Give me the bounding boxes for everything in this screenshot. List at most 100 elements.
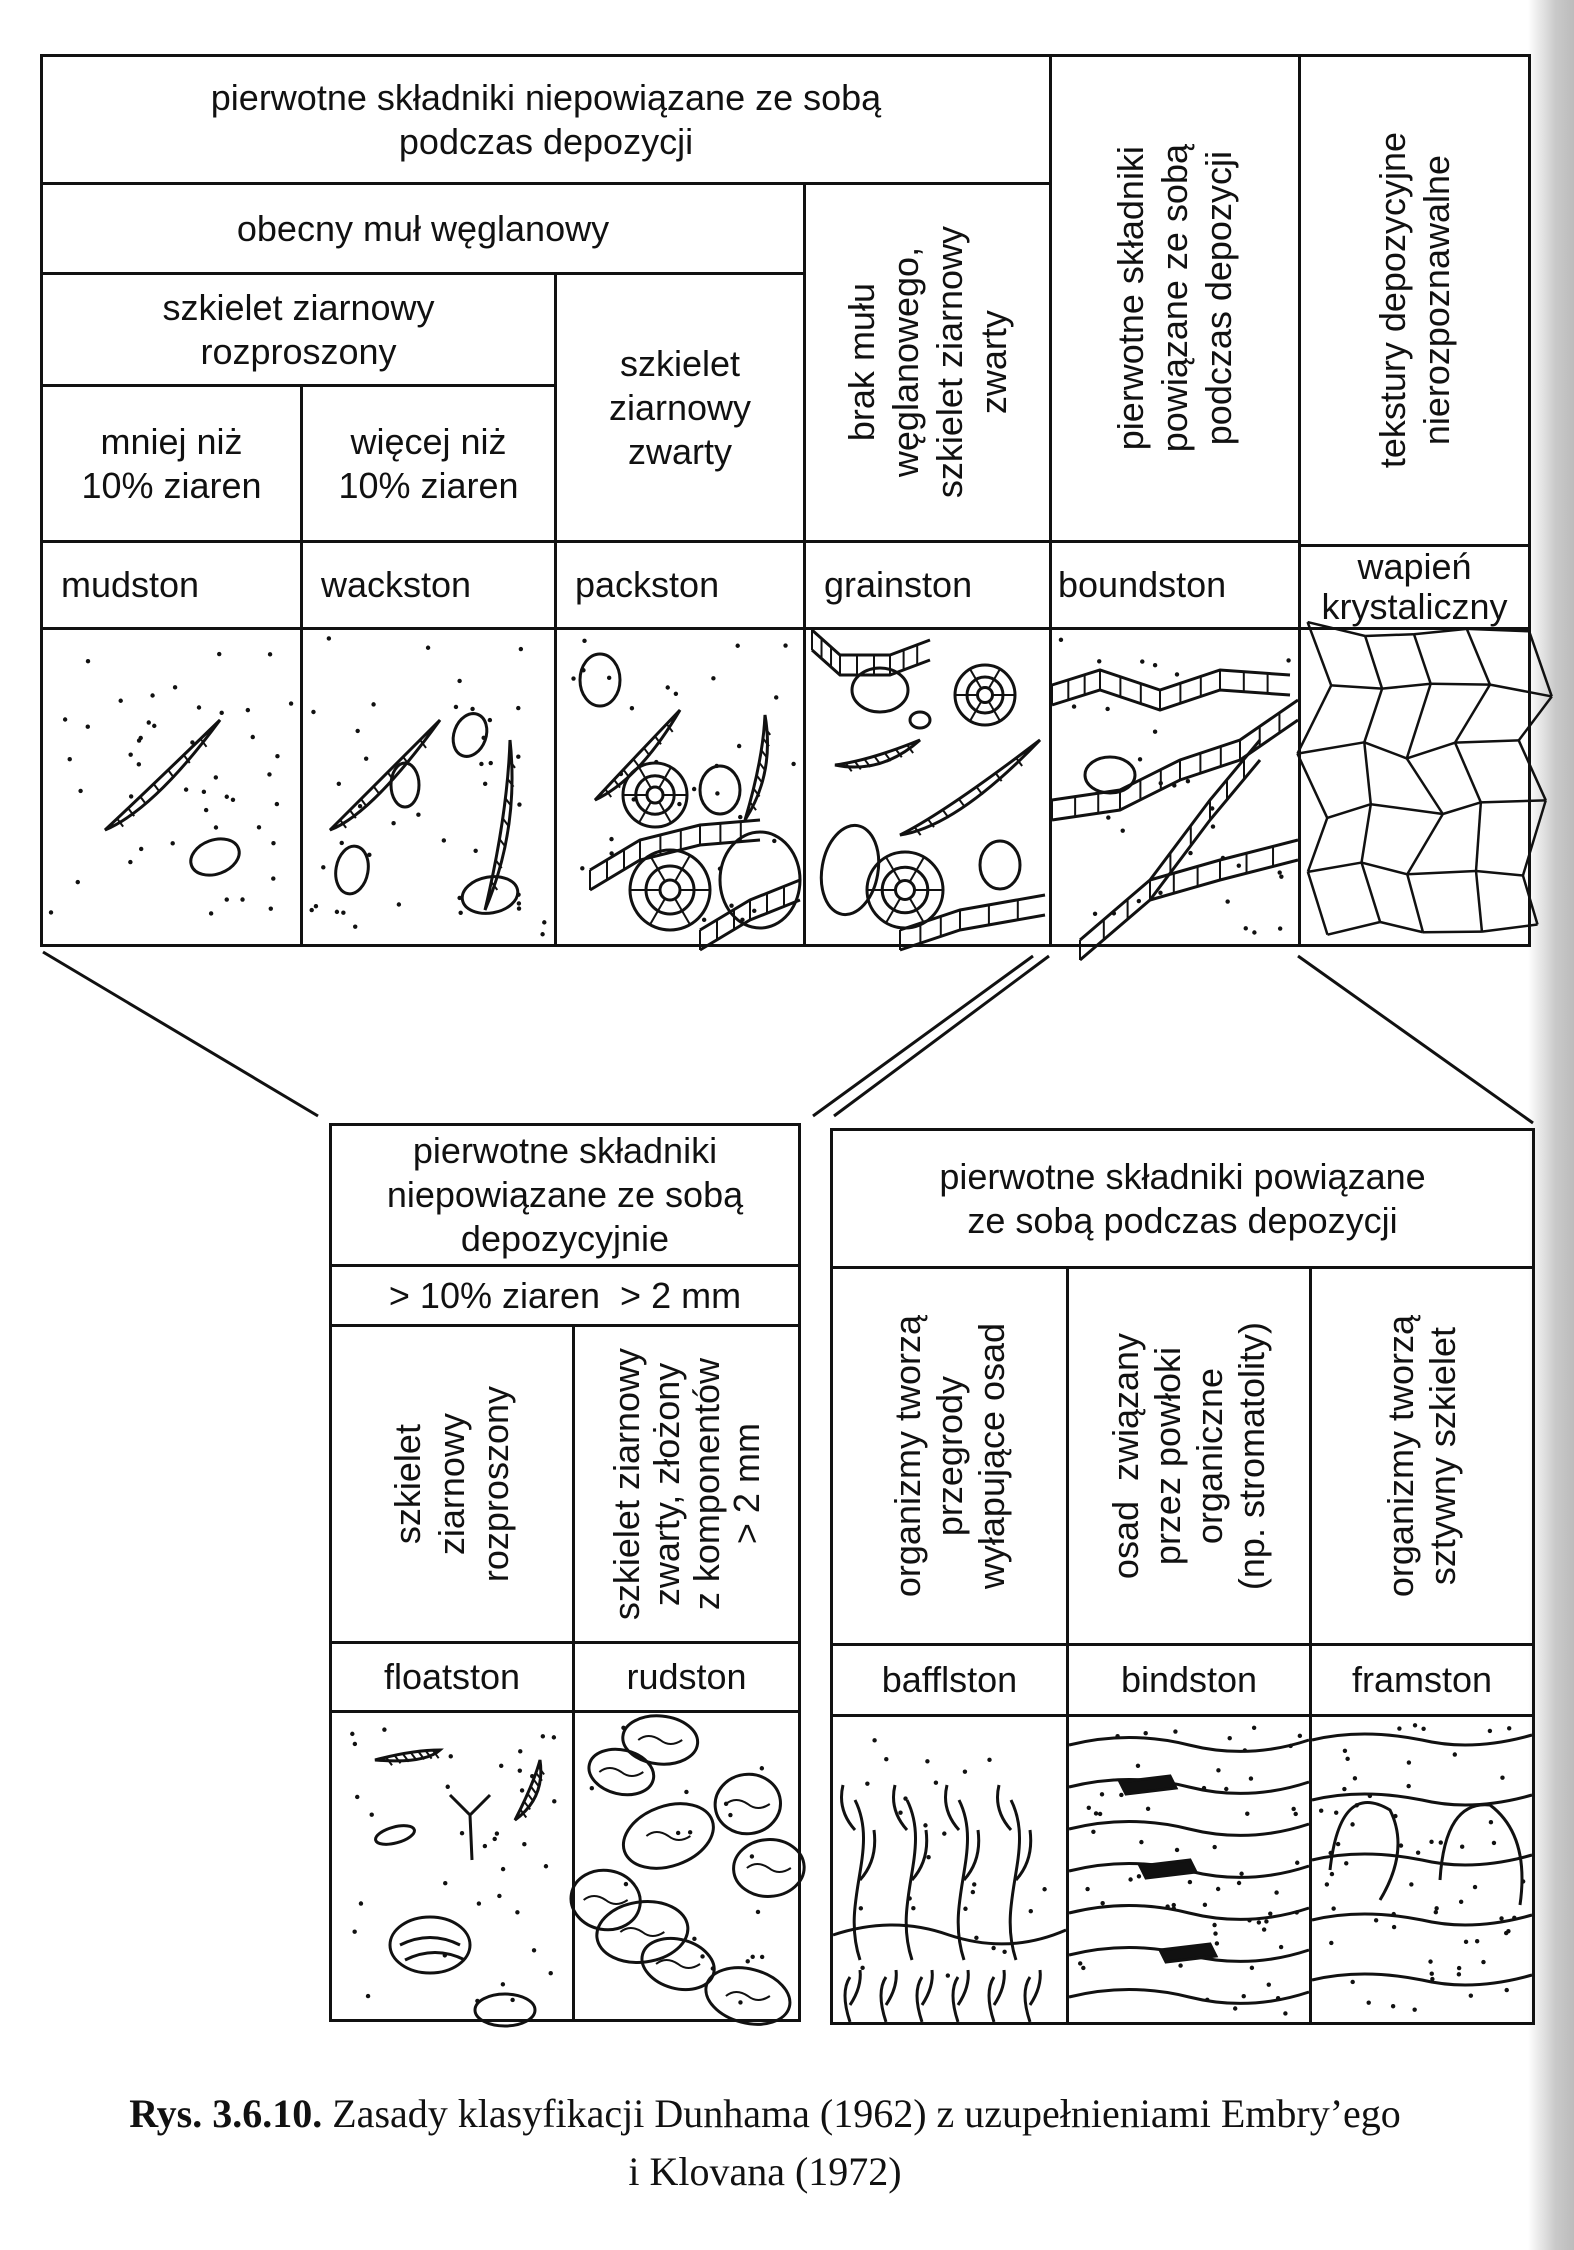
bl-criterion: > 10% ziaren > 2 mm xyxy=(329,1264,801,1327)
bioclast-lines xyxy=(746,1863,792,1873)
sediment-dot xyxy=(313,904,319,909)
sediment-dot xyxy=(1100,1901,1105,1906)
sediment-dot xyxy=(1251,1725,1257,1730)
grain-ellipse xyxy=(389,761,421,809)
sediment-dot xyxy=(1334,1810,1339,1815)
text: packston xyxy=(575,564,720,605)
crystal-edge xyxy=(1381,682,1431,690)
sediment-dot xyxy=(445,1784,450,1789)
crystal-edge xyxy=(1327,920,1381,936)
sediment-dot xyxy=(1488,1820,1494,1825)
lamina xyxy=(1068,1988,1310,2005)
crystal-edge xyxy=(1405,757,1444,815)
sediment-dot xyxy=(962,1769,968,1774)
baffling-organism xyxy=(843,1969,862,2023)
sediment-dot xyxy=(1152,663,1158,668)
sediment-dot xyxy=(516,754,521,759)
texture-boundston xyxy=(1049,627,1301,947)
sediment-dot xyxy=(48,910,54,915)
branching-fragment xyxy=(448,1793,492,1861)
shell-hatch xyxy=(762,737,770,747)
text: > 2 mm xyxy=(725,1423,767,1545)
sediment-dot xyxy=(963,1906,968,1911)
shell-hatch xyxy=(632,758,641,768)
texture-packston xyxy=(554,627,806,947)
sediment-dot xyxy=(884,1756,889,1762)
sediment-dot xyxy=(1243,926,1248,931)
name-packston: packston xyxy=(554,540,806,630)
name-bafflston: bafflston xyxy=(830,1643,1069,1717)
texture-floatston xyxy=(329,1710,575,2022)
shell-hatch xyxy=(604,788,613,798)
sediment-dot xyxy=(1120,828,1125,833)
shell-fragment xyxy=(513,1759,543,1822)
connector-right xyxy=(1297,954,1534,1125)
frame-organism xyxy=(1328,1801,1400,1901)
sediment-dot xyxy=(755,1909,761,1915)
sediment-dot xyxy=(1171,1902,1176,1908)
sediment-dot xyxy=(540,1734,546,1739)
sediment-dot xyxy=(128,752,133,757)
sediment-dot xyxy=(1491,1840,1497,1846)
sediment-dot xyxy=(128,794,134,799)
ooid-ray xyxy=(638,766,652,789)
sediment-dot xyxy=(519,1788,525,1793)
shell-hatch xyxy=(958,798,966,808)
crystal-edge xyxy=(1363,741,1408,760)
sediment-dot xyxy=(1499,1916,1504,1921)
crystal-edge xyxy=(1361,861,1408,876)
sediment-dot xyxy=(991,1945,996,1951)
shell-hatch xyxy=(431,1749,440,1759)
sediment-dot xyxy=(621,1725,626,1730)
sediment-dot xyxy=(1456,1965,1462,1971)
sediment-dot xyxy=(1324,1882,1330,1887)
sediment-dot xyxy=(459,1831,465,1836)
sediment-dot xyxy=(1248,1776,1254,1781)
sediment-dot xyxy=(1409,1882,1414,1887)
sediment-dot xyxy=(396,902,402,907)
text: boundston xyxy=(1058,564,1227,605)
sediment-dot xyxy=(365,1993,371,1999)
sediment-dot xyxy=(1452,1752,1458,1757)
sediment-dot xyxy=(172,685,178,690)
text: bindston xyxy=(1120,1659,1258,1700)
text: tekstury depozycyjne xyxy=(1371,132,1413,469)
sediment-dot xyxy=(865,1781,870,1786)
crystal-edge xyxy=(1405,683,1432,759)
sediment-dot xyxy=(443,1881,448,1886)
sediment-dot xyxy=(1429,1971,1434,1976)
connector-left xyxy=(42,950,319,1118)
lamina xyxy=(1311,1852,1533,1867)
sediment-dot xyxy=(1428,1959,1433,1964)
shell-hatch xyxy=(506,778,515,788)
connector-double-b xyxy=(833,954,1050,1118)
sediment-dot xyxy=(1274,1890,1279,1895)
sediment-dot xyxy=(275,754,280,759)
sediment-dot xyxy=(791,761,796,767)
sediment-dot xyxy=(1345,1756,1350,1762)
sediment-dot xyxy=(1397,1726,1402,1731)
sediment-dot xyxy=(571,676,576,681)
sediment-dot xyxy=(750,1954,755,1959)
sediment-dot xyxy=(367,852,372,858)
crystal-edge xyxy=(1326,803,1372,820)
skeletal-band xyxy=(811,628,931,657)
shell-hatch xyxy=(349,809,357,819)
sediment-dot xyxy=(700,1954,705,1959)
header-unbound: pierwotne składniki niepowiązane ze sobą… xyxy=(40,54,1052,185)
sediment-dot xyxy=(629,706,635,711)
crystal-edge xyxy=(1517,739,1547,801)
name-wackston: wackston xyxy=(300,540,557,630)
sediment-dot xyxy=(1245,1811,1250,1816)
baffling-organism xyxy=(879,1969,898,2023)
sediment-dot xyxy=(1233,2006,1238,2011)
sediment-dot xyxy=(609,836,614,842)
crystal-edge xyxy=(1453,742,1483,803)
shell-hatch xyxy=(360,798,368,808)
sediment-dot xyxy=(974,1935,979,1940)
ooid-ray xyxy=(969,700,983,722)
shell-hatch xyxy=(752,787,761,798)
sediment-dot xyxy=(1136,898,1142,904)
grain-ellipse xyxy=(978,839,1022,891)
